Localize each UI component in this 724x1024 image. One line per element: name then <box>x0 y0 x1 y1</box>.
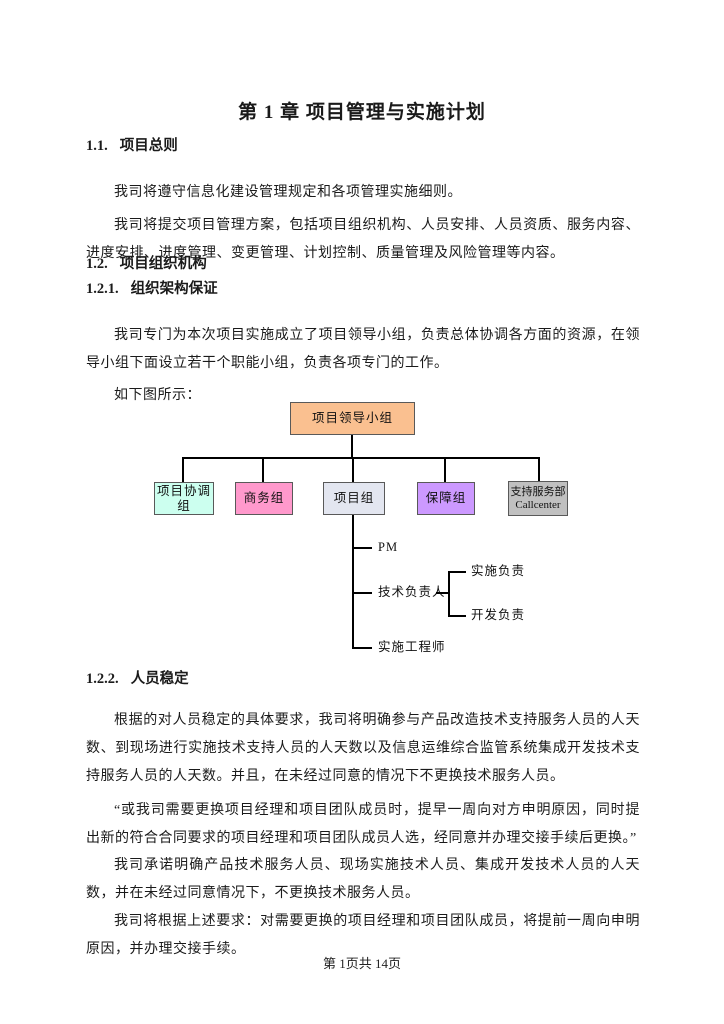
heading-number: 1.2. <box>86 256 108 272</box>
section-heading-1-2-2: 1.2.2. 人员稳定 <box>86 670 640 688</box>
connector-line <box>352 459 354 482</box>
connector-line <box>182 459 184 482</box>
heading-text: 项目组织机构 <box>119 256 207 272</box>
connector-line <box>351 435 353 458</box>
connector-line <box>444 459 446 482</box>
connector-line <box>538 459 540 482</box>
body-paragraph: 我司将提交项目管理方案，包括项目组织机构、人员安排、人员资质、服务内容、进度安排… <box>86 218 640 261</box>
heading-text: 项目总则 <box>119 138 178 154</box>
org-chart: 项目领导小组 项目协调组 商务组 项目组 保障组 支持服务部 Callcente… <box>0 395 724 663</box>
connector-line <box>262 459 264 482</box>
connector-line <box>352 515 354 649</box>
connector-line <box>448 571 450 617</box>
org-label-pm: PM <box>378 540 399 554</box>
org-label-tech-lead: 技术负责人 <box>378 585 446 599</box>
body-paragraph: 我司承诺明确产品技术服务人员、现场实施技术人员、集成开发技术人员的人天数，并在未… <box>86 858 640 901</box>
org-label-dev-lead: 开发负责 <box>471 608 526 622</box>
body-paragraph-quote: “或我司需要更换项目经理和项目团队成员时，提早一周向对方申明原因，同时提出新的符… <box>86 803 640 846</box>
section-heading-1-2-1: 1.2.1. 组织架构保证 <box>86 280 640 298</box>
org-node-coordination-group: 项目协调组 <box>154 482 214 515</box>
org-node-callcenter-line2: Callcenter <box>515 498 561 511</box>
connector-line <box>450 571 466 573</box>
org-node-leader-group: 项目领导小组 <box>290 402 415 435</box>
heading-text: 人员稳定 <box>130 671 189 687</box>
org-node-callcenter: 支持服务部 Callcenter <box>508 481 568 516</box>
body-paragraph: 我司专门为本次项目实施成立了项目领导小组，负责总体协调各方面的资源，在领导小组下… <box>86 328 640 371</box>
page-footer: 第 1页共 14页 <box>322 956 401 971</box>
connector-line <box>436 592 450 594</box>
org-node-business-group: 商务组 <box>235 482 293 515</box>
body-paragraph: 根据的对人员稳定的具体要求，我司将明确参与产品改造技术支持服务人员的人天数、到现… <box>86 713 640 784</box>
org-node-support-group: 保障组 <box>417 482 475 515</box>
connector-line <box>352 547 372 549</box>
connector-line <box>352 592 372 594</box>
body-paragraph: 如下图所示： <box>114 388 201 403</box>
body-paragraph: 我司将遵守信息化建设管理规定和各项管理实施细则。 <box>114 185 462 200</box>
connector-line <box>352 647 372 649</box>
connector-line <box>182 457 540 459</box>
org-label-engineer: 实施工程师 <box>378 640 446 654</box>
section-heading-1-2: 1.2. 项目组织机构 <box>86 255 640 273</box>
heading-text: 组织架构保证 <box>130 281 218 297</box>
org-node-callcenter-line1: 支持服务部 <box>510 485 566 498</box>
heading-number: 1.1. <box>86 138 108 154</box>
body-paragraph: 我司将根据上述要求：对需要更换的项目经理和项目团队成员，将提前一周向申明原因，并… <box>86 914 640 957</box>
connector-line <box>450 615 466 617</box>
section-heading-1-1: 1.1. 项目总则 <box>86 137 640 155</box>
chapter-title: 第 1 章 项目管理与实施计划 <box>238 102 486 123</box>
heading-number: 1.2.1. <box>86 281 119 297</box>
org-node-project-group: 项目组 <box>323 482 385 515</box>
heading-number: 1.2.2. <box>86 671 119 687</box>
org-label-impl-lead: 实施负责 <box>471 564 526 578</box>
